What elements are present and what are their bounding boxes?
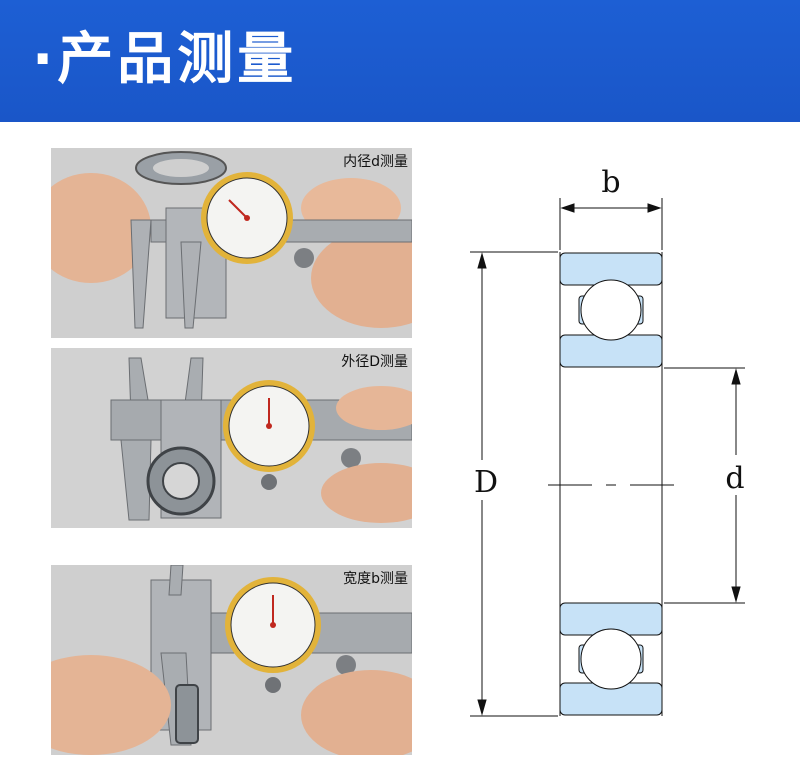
photo-label-outer: 外径D测量 (341, 354, 408, 370)
dial-gauge-icon (223, 380, 315, 472)
label-inner-d: d (725, 461, 744, 496)
caliper-icon (51, 565, 412, 755)
label-outer-D: D (474, 465, 498, 500)
dial-gauge-icon (201, 172, 293, 264)
bearing-icon (146, 446, 216, 516)
page-title: ·产品测量 (32, 27, 298, 92)
photo-label-inner: 内径d测量 (343, 154, 408, 170)
photo-label-width: 宽度b测量 (343, 571, 408, 587)
label-width-b: b (601, 165, 620, 200)
photo-width: 宽度b测量 (51, 565, 412, 755)
bearing-icon (559, 252, 663, 368)
photo-outer-diameter: 外径D测量 (51, 348, 412, 528)
bearing-icon (175, 684, 199, 744)
bearing-diagram: b D d (440, 150, 800, 750)
hand-icon (51, 655, 171, 755)
photo-inner-diameter: 内径d测量 (51, 148, 412, 338)
dial-gauge-icon (225, 577, 321, 673)
caliper-icon (51, 148, 412, 338)
header-banner: ·产品测量 (0, 0, 800, 122)
bearing-lower-section (559, 602, 663, 716)
caliper-icon (51, 348, 412, 528)
